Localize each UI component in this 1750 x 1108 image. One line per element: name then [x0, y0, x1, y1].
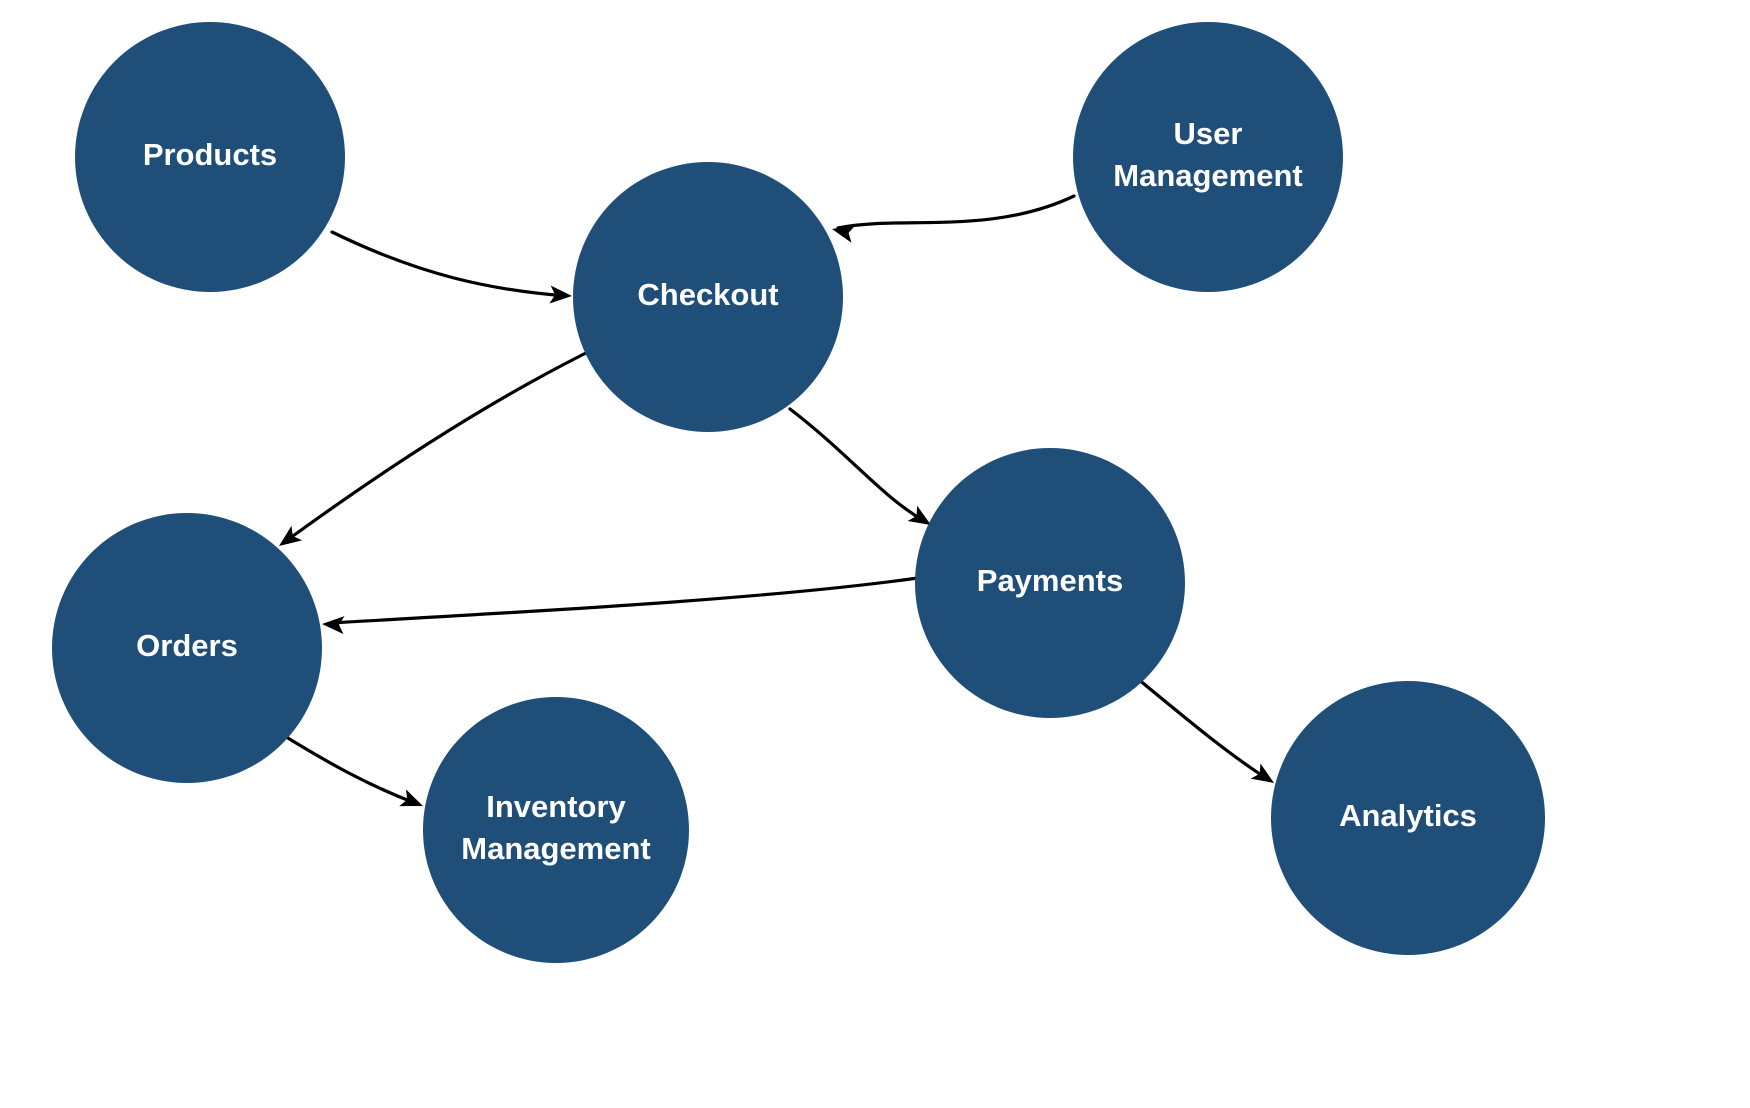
edge-line [330, 230, 568, 298]
node-circle[interactable] [75, 22, 345, 292]
arrow-head-icon [549, 285, 572, 304]
edge-line [836, 194, 1076, 230]
node-circle[interactable] [915, 448, 1185, 718]
node-payments[interactable]: Payments [915, 448, 1185, 718]
edge-checkout-to-orders [279, 345, 600, 546]
node-checkout[interactable]: Checkout [573, 162, 843, 432]
node-products[interactable]: Products [75, 22, 345, 292]
node-circle[interactable] [1271, 681, 1545, 955]
edge-user-management-to-checkout [832, 194, 1076, 243]
arrow-head-icon [322, 616, 345, 635]
edges-layer [279, 194, 1274, 807]
arrow-head-icon [907, 505, 931, 525]
edge-line [329, 576, 920, 625]
edge-payments-to-analytics [1136, 677, 1274, 783]
edge-orders-to-inventory [281, 733, 423, 807]
edge-line [281, 733, 417, 805]
edge-line [284, 345, 600, 543]
arrow-head-icon [832, 225, 856, 243]
edge-checkout-to-payments [788, 407, 931, 525]
arrow-head-icon [279, 525, 303, 546]
edge-line [1136, 677, 1268, 780]
node-circle[interactable] [52, 513, 322, 783]
node-analytics[interactable]: Analytics [1271, 681, 1545, 955]
node-circle[interactable] [1073, 22, 1343, 292]
arrow-head-icon [399, 789, 423, 807]
edge-payments-to-orders [322, 576, 920, 635]
edge-products-to-checkout [330, 230, 572, 304]
node-orders[interactable]: Orders [52, 513, 322, 783]
edge-line [788, 407, 926, 523]
node-circle[interactable] [573, 162, 843, 432]
node-circle[interactable] [423, 697, 689, 963]
arrow-head-icon [1250, 763, 1274, 783]
